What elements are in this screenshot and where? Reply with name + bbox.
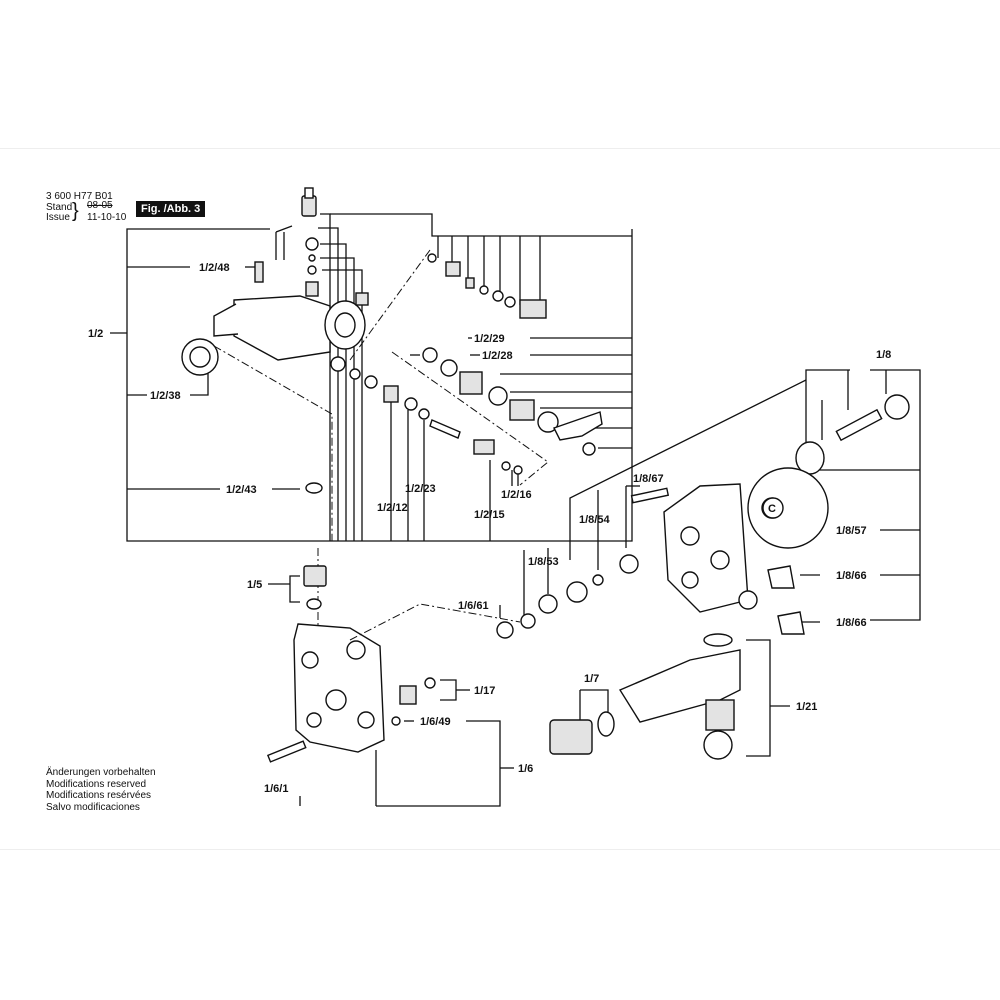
callout-1-2-15: 1/2/15	[474, 509, 505, 521]
callout-1-17: 1/17	[474, 685, 495, 697]
brace-icon: }	[72, 200, 79, 222]
callout-c: C	[768, 503, 776, 515]
callout-1-2-16: 1/2/16	[501, 489, 532, 501]
callout-1-6-61: 1/6/61	[458, 600, 489, 612]
outlet-1-7-1-21-parts	[549, 633, 790, 760]
callout-1-2-43: 1/2/43	[226, 484, 257, 496]
figure-badge: Fig. /Abb. 3	[136, 201, 206, 217]
unloader-valve-parts	[181, 187, 603, 494]
callout-1-8-53: 1/8/53	[528, 556, 559, 568]
callout-1-8-66-upper: 1/8/66	[836, 570, 867, 582]
note-es: Salvo modificaciones	[46, 801, 140, 813]
callout-c-circle	[762, 497, 784, 519]
callout-1-5: 1/5	[247, 579, 262, 591]
callout-1-8-54: 1/8/54	[579, 514, 610, 526]
change-notes: Änderungen vorbehalten Modifications res…	[46, 767, 156, 813]
issue-label: Issue	[46, 212, 70, 223]
callout-1-2-29: 1/2/29	[474, 333, 505, 345]
callout-1-2-28: 1/2/28	[482, 350, 513, 362]
callout-1-6-1: 1/6/1	[264, 783, 288, 795]
assembly-1-2-frame	[110, 213, 633, 625]
drawing-sheet	[0, 148, 1000, 850]
note-en: Modifications reserved	[46, 778, 147, 790]
callout-1-7: 1/7	[584, 673, 599, 685]
callout-1-2: 1/2	[88, 328, 103, 340]
stand-label: Stand	[46, 202, 73, 213]
pump-head-1-6-parts	[266, 565, 521, 807]
callout-1-21: 1/21	[796, 701, 817, 713]
stand-old-date: 08-05	[87, 200, 113, 211]
callout-1-2-12: 1/2/12	[377, 502, 408, 514]
callout-1-2-48: 1/2/48	[199, 262, 230, 274]
callout-1-8-66-lower: 1/8/66	[836, 617, 867, 629]
callout-1-8-57: 1/8/57	[836, 525, 867, 537]
callout-1-8-67: 1/8/67	[633, 473, 664, 485]
note-de: Änderungen vorbehalten	[46, 767, 156, 778]
note-fr: Modifications resérvées	[46, 790, 152, 801]
callout-1-6-49: 1/6/49	[420, 716, 451, 728]
issue-date: 11-10-10	[87, 212, 127, 223]
callout-1-6: 1/6	[518, 763, 533, 775]
callout-1-2-23: 1/2/23	[405, 483, 436, 495]
callout-1-8: 1/8	[876, 349, 891, 361]
callout-labels: 1/2 1/2/48 1/2/38 1/2/43 1/2/29 1/2/28 1…	[88, 262, 891, 795]
callout-1-2-38: 1/2/38	[150, 390, 181, 402]
pump-cylinder-1-8-parts	[496, 369, 921, 639]
part-number: 3 600 H77 B01	[46, 191, 113, 202]
